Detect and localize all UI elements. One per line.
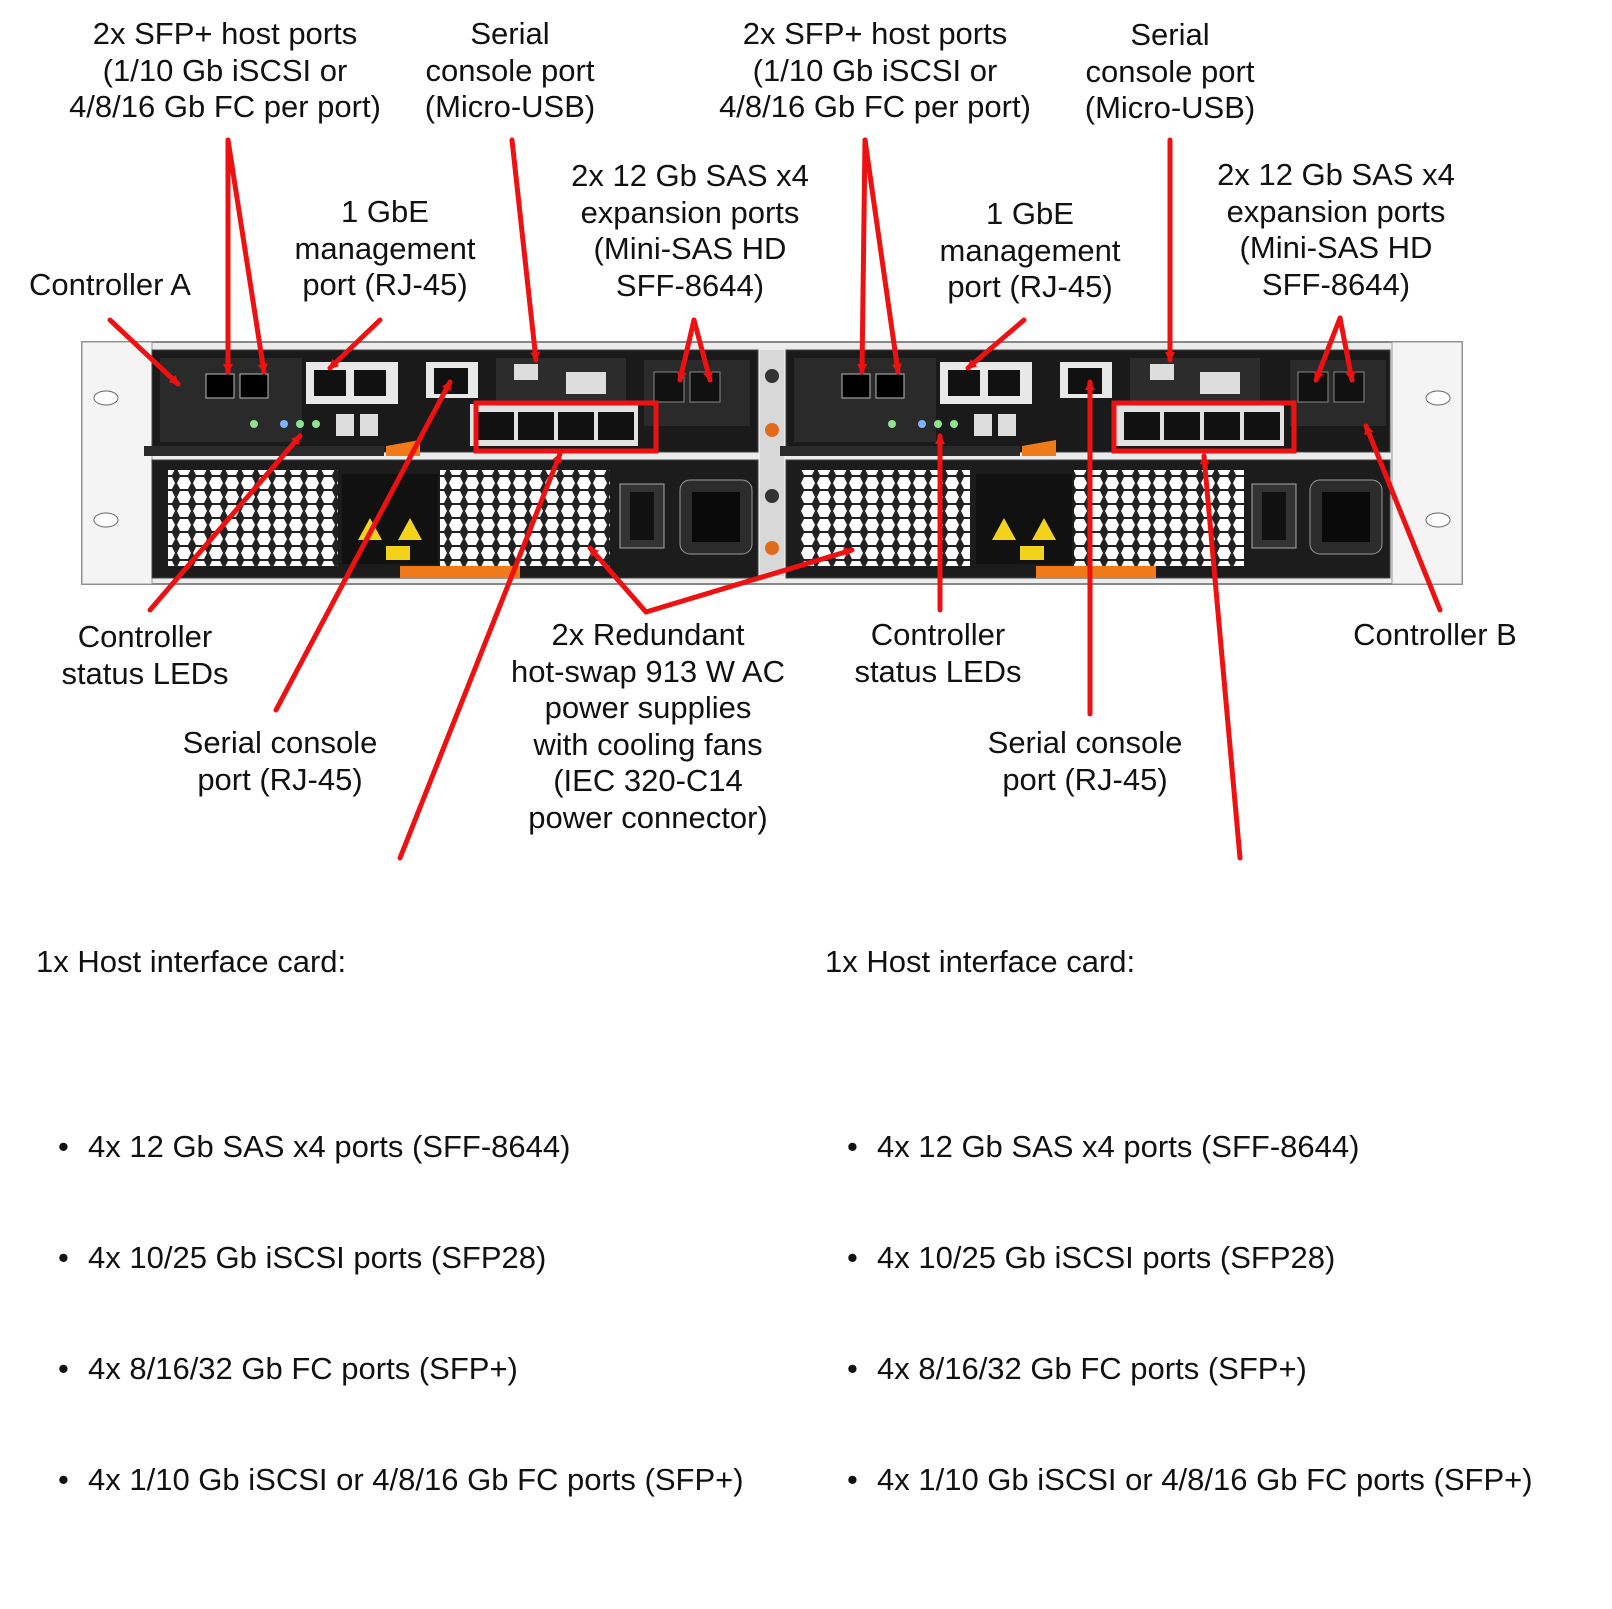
label-serial-usb-left: Serial console port (Micro-USB) (424, 16, 596, 124)
host-card-heading: 1x Host interface card: (825, 944, 1136, 979)
list-item: •4x 12 Gb SAS x4 ports (SFF-8644) (847, 1129, 1360, 1164)
power-supply-right (785, 459, 1391, 579)
label-sas-expansion-left: 2x 12 Gb SAS x4 expansion ports (Mini-SA… (571, 158, 809, 303)
label-serial-usb-right: Serial console port (Micro-USB) (1084, 17, 1256, 125)
list-item: •4x 8/16/32 Gb FC ports (SFP+) (847, 1351, 1307, 1386)
label-mgmt-port-right: 1 GbE management port (RJ-45) (939, 196, 1121, 304)
controller-a-module (144, 349, 759, 456)
label-serial-rj45-right: Serial console port (RJ-45) (987, 725, 1183, 797)
list-item: •4x 8/16/32 Gb FC ports (SFP+) (58, 1351, 518, 1386)
host-interface-card-left: 1x Host interface card: •4x 12 Gb SAS x4… (36, 869, 744, 1609)
label-power-supplies: 2x Redundant hot-swap 913 W AC power sup… (511, 617, 785, 835)
label-controller-b: Controller B (1353, 617, 1517, 652)
label-controller-a: Controller A (29, 267, 191, 302)
host-interface-card-right: 1x Host interface card: •4x 12 Gb SAS x4… (825, 869, 1533, 1609)
list-item: •4x 10/25 Gb iSCSI ports (SFP28) (58, 1240, 547, 1275)
label-status-leds-right: Controller status LEDs (854, 617, 1022, 689)
list-item: •4x 1/10 Gb iSCSI or 4/8/16 Gb FC ports … (58, 1462, 744, 1497)
label-sas-expansion-right: 2x 12 Gb SAS x4 expansion ports (Mini-SA… (1217, 157, 1455, 302)
power-supply-left (151, 459, 759, 579)
list-item: •4x 10/25 Gb iSCSI ports (SFP28) (847, 1240, 1336, 1275)
list-item: •4x 1/10 Gb iSCSI or 4/8/16 Gb FC ports … (847, 1462, 1533, 1497)
list-item: •4x 12 Gb SAS x4 ports (SFF-8644) (58, 1129, 571, 1164)
host-card-list: •4x 12 Gb SAS x4 ports (SFF-8644) •4x 10… (825, 1054, 1533, 1572)
label-sfp-host-ports-right: 2x SFP+ host ports (1/10 Gb iSCSI or 4/8… (719, 16, 1031, 124)
label-sfp-host-ports-left: 2x SFP+ host ports (1/10 Gb iSCSI or 4/8… (69, 16, 381, 124)
controller-b-module (780, 349, 1391, 456)
label-mgmt-port-left: 1 GbE management port (RJ-45) (294, 194, 476, 302)
label-status-leds-left: Controller status LEDs (61, 619, 229, 691)
label-serial-rj45-left: Serial console port (RJ-45) (182, 725, 378, 797)
host-card-heading: 1x Host interface card: (36, 944, 347, 979)
host-card-list: •4x 12 Gb SAS x4 ports (SFF-8644) •4x 10… (36, 1054, 744, 1572)
